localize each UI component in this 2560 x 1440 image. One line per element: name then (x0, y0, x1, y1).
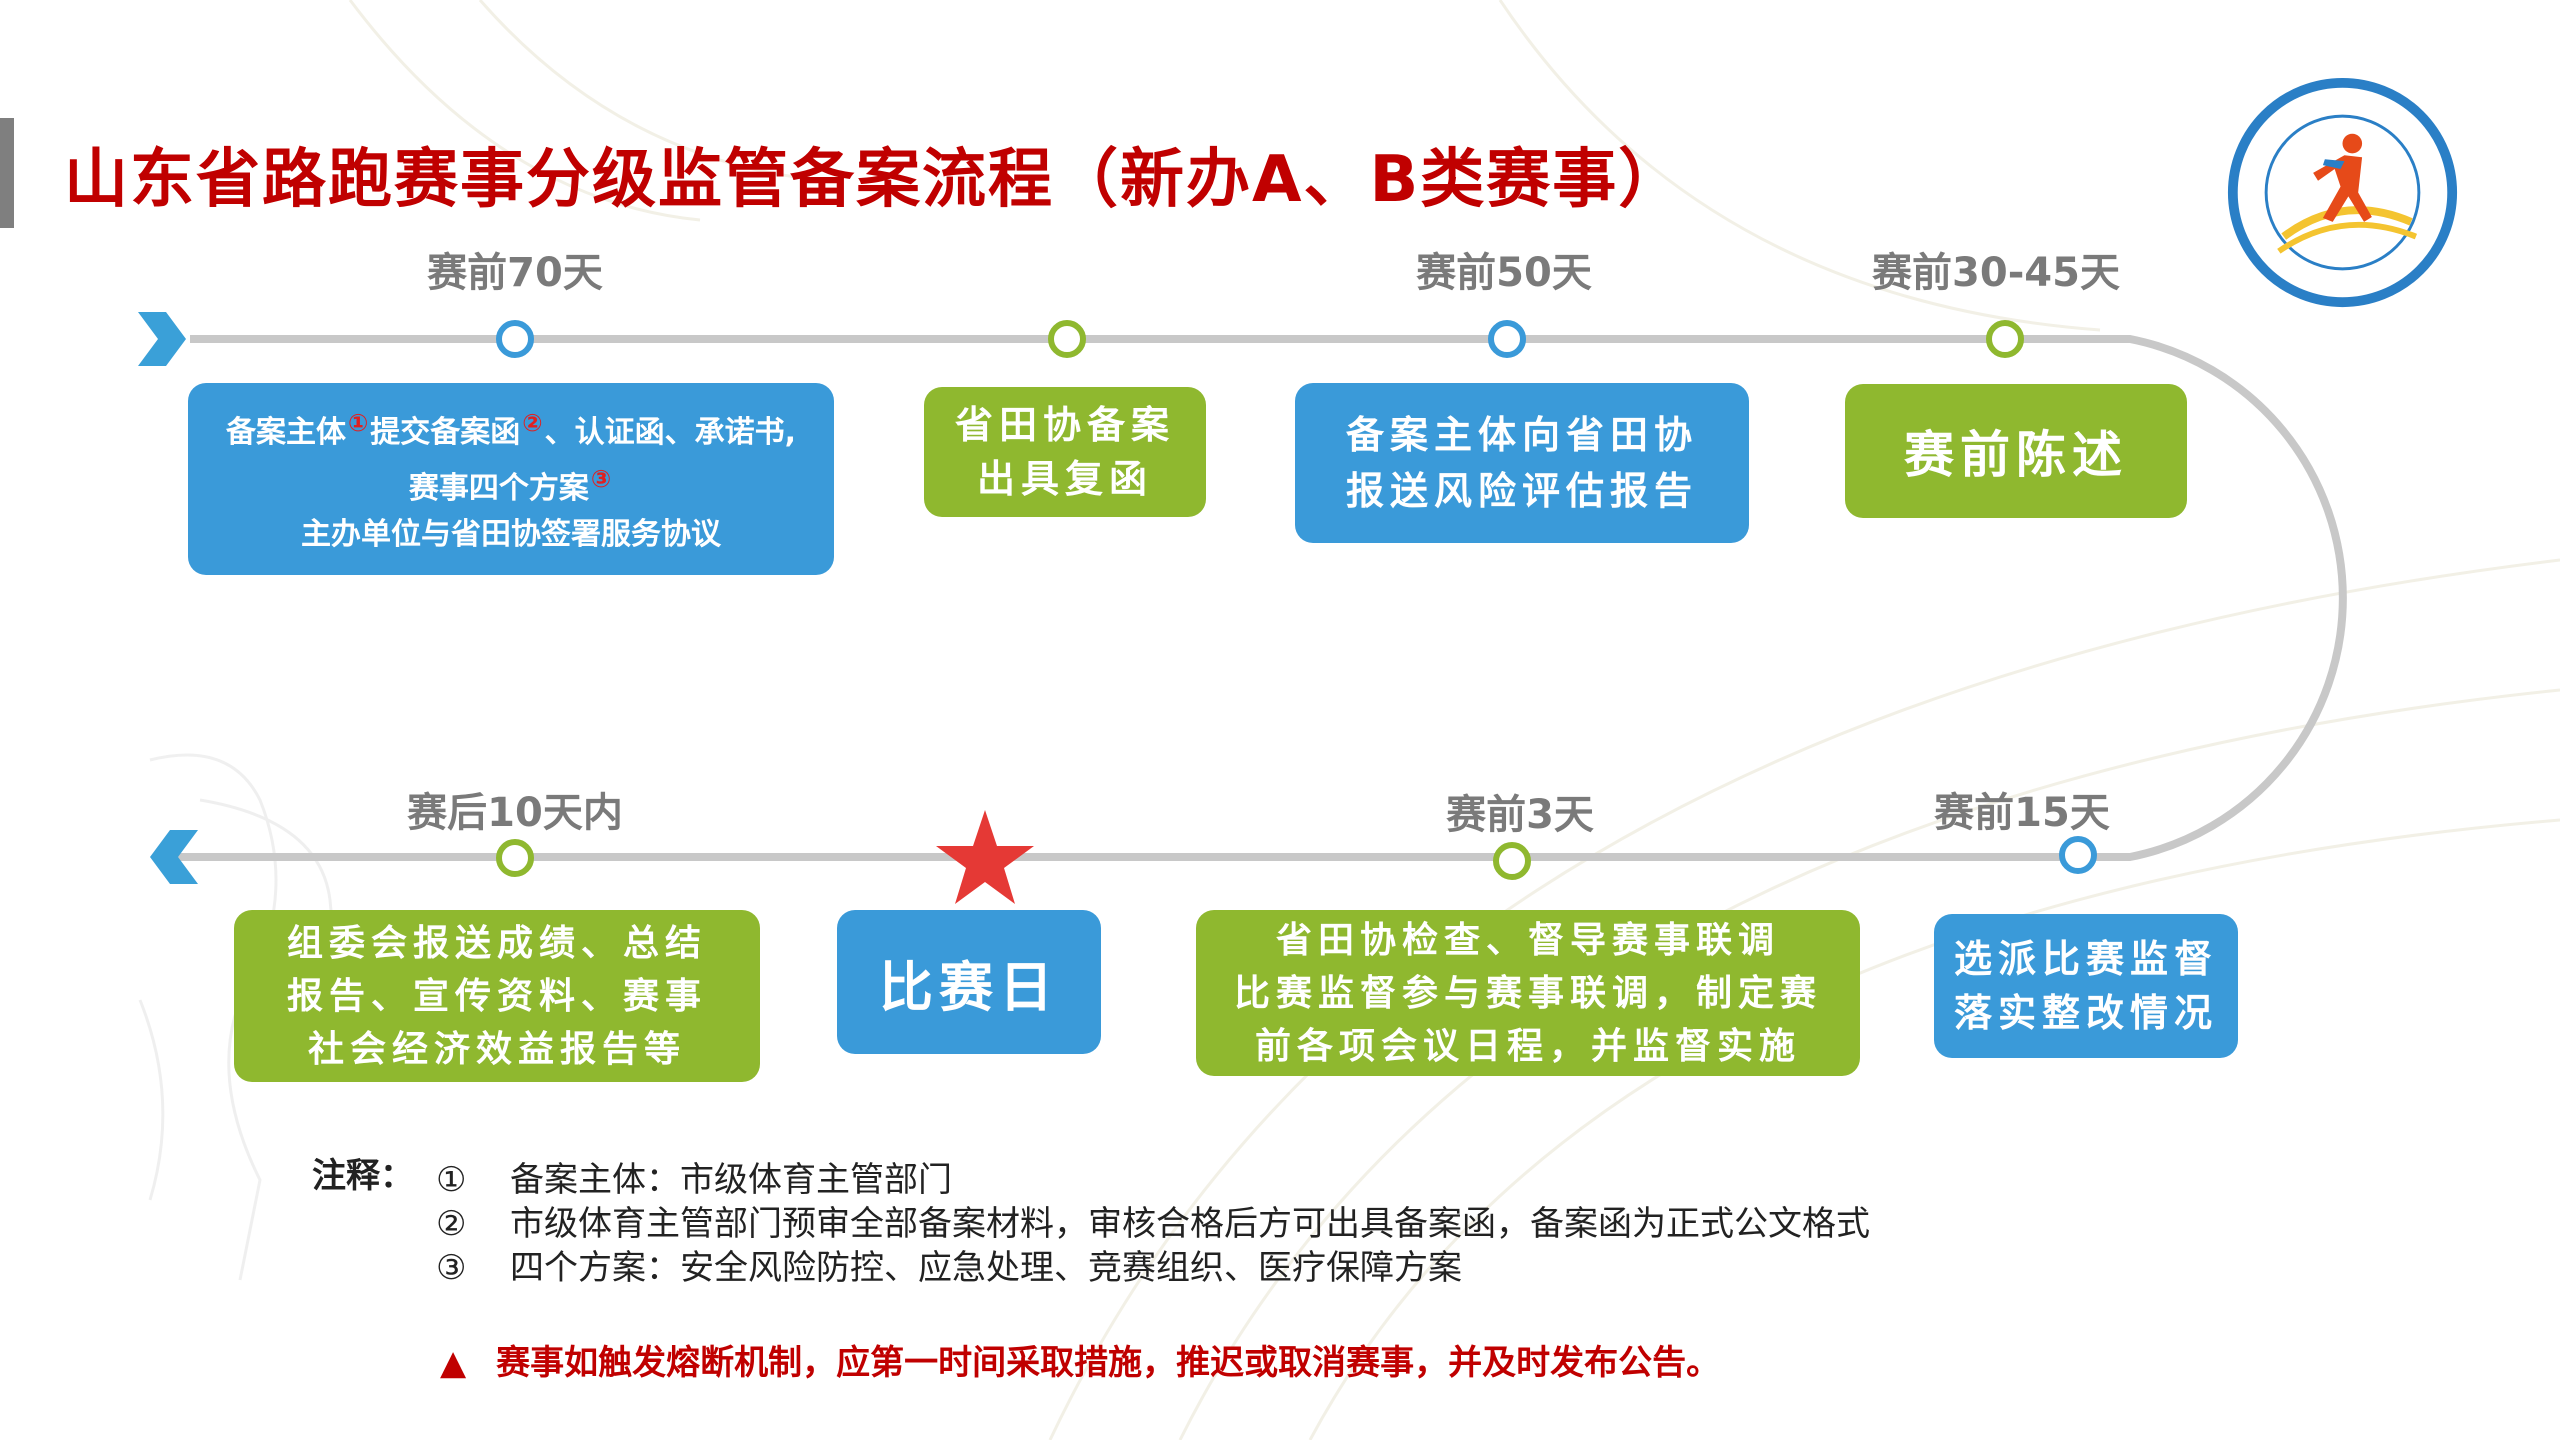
label-50-days: 赛前50天 (1416, 250, 1592, 296)
notes-heading: 注释： (312, 1156, 414, 1196)
note-item-1: ① 备案主体：市级体育主管部门 (436, 1152, 952, 1201)
risk-report-line1: 备案主体向省田协 (1345, 413, 1698, 457)
four-plans-text: 赛事四个方案 (408, 471, 589, 506)
step-pre-race-statement: 赛前陈述 (1845, 384, 2187, 518)
warning-triangle-icon: ▲ (440, 1343, 467, 1383)
race-day-text: 比赛日 (879, 955, 1059, 1019)
association-logo (2227, 77, 2458, 308)
label-70-days: 赛前70天 (427, 250, 603, 296)
filing-reply-line2: 出具复函 (976, 457, 1153, 501)
note-text: 备案主体：市级体育主管部门 (510, 1160, 952, 1200)
step-race-day: 比赛日 (837, 910, 1101, 1054)
step-post-race-report: 组委会报送成绩、总结 报告、宣传资料、赛事 社会经济效益报告等 (234, 910, 760, 1082)
circuit-breaker-warning: ▲ 赛事如触发熔断机制，应第一时间采取措施，推迟或取消赛事，并及时发布公告。 (440, 1335, 1720, 1384)
title-accent-bar (0, 118, 14, 228)
node-50-days (1488, 320, 1526, 358)
filing-reply-line1: 省田协备案 (954, 403, 1175, 447)
submit-filing-text-b: 提交备案函 (370, 415, 521, 450)
step-submit-filing: 备案主体①提交备案函②、认证函、承诺书, 赛事四个方案③ 主办单位与省田协签署服… (188, 383, 834, 575)
label-post-10-days: 赛后10天内 (407, 790, 623, 836)
risk-report-line2: 报送风险评估报告 (1345, 469, 1698, 513)
node-30-45-days (1986, 320, 2024, 358)
note-number: ② (436, 1204, 467, 1244)
footnote-mark-3: ③ (590, 465, 612, 493)
submit-filing-text-a: 备案主体 (225, 415, 346, 450)
note-text: 四个方案：安全风险防控、应急处理、竞赛组织、医疗保障方案 (510, 1248, 1462, 1288)
pre-race-statement-text: 赛前陈述 (1904, 426, 2128, 484)
node-15-days (2059, 836, 2097, 874)
note-number: ③ (436, 1248, 467, 1288)
label-3-days: 赛前3天 (1446, 792, 1594, 838)
node-3-days (1493, 842, 1531, 880)
assign-supervisor-line1: 选派比赛监督 (1953, 937, 2218, 981)
inspection-line2: 比赛监督参与赛事联调，制定赛 (1233, 972, 1822, 1014)
node-post-10-days (496, 839, 534, 877)
warning-text: 赛事如触发熔断机制，应第一时间采取措施，推迟或取消赛事，并及时发布公告。 (496, 1343, 1721, 1383)
start-chevron-icon (138, 312, 186, 366)
assign-supervisor-line2: 落实整改情况 (1953, 991, 2218, 1035)
post-race-report-line1: 组委会报送成绩、总结 (286, 922, 707, 964)
end-chevron-icon (150, 830, 198, 884)
note-item-2: ② 市级体育主管部门预审全部备案材料，审核合格后方可出具备案函，备案函为正式公文格… (436, 1196, 1870, 1245)
step-risk-report: 备案主体向省田协 报送风险评估报告 (1295, 383, 1749, 543)
label-30-45-days: 赛前30-45天 (1872, 250, 2120, 296)
page-title: 山东省路跑赛事分级监管备案流程（新办A、B类赛事） (64, 143, 1685, 217)
label-15-days: 赛前15天 (1934, 790, 2110, 836)
submit-filing-text-c: 、认证函、承诺书, (544, 415, 797, 450)
step-assign-supervisor: 选派比赛监督 落实整改情况 (1934, 914, 2238, 1058)
note-item-3: ③ 四个方案：安全风险防控、应急处理、竞赛组织、医疗保障方案 (436, 1240, 1462, 1289)
node-filing-reply (1048, 320, 1086, 358)
step-inspection: 省田协检查、督导赛事联调 比赛监督参与赛事联调，制定赛 前各项会议日程，并监督实… (1196, 910, 1860, 1076)
post-race-report-line2: 报告、宣传资料、赛事 (286, 975, 707, 1017)
step-filing-reply: 省田协备案 出具复函 (924, 387, 1206, 517)
footnote-mark-1: ① (347, 409, 369, 437)
footnote-mark-2: ② (522, 409, 543, 437)
note-text: 市级体育主管部门预审全部备案材料，审核合格后方可出具备案函，备案函为正式公文格式 (510, 1204, 1870, 1244)
race-day-star-icon (936, 810, 1034, 904)
post-race-report-line3: 社会经济效益报告等 (307, 1028, 686, 1070)
node-70-days (496, 320, 534, 358)
note-number: ① (436, 1160, 467, 1200)
service-agreement-text: 主办单位与省田协签署服务协议 (301, 517, 721, 552)
inspection-line3: 前各项会议日程，并监督实施 (1254, 1025, 1801, 1067)
inspection-line1: 省田协检查、督导赛事联调 (1275, 919, 1780, 961)
